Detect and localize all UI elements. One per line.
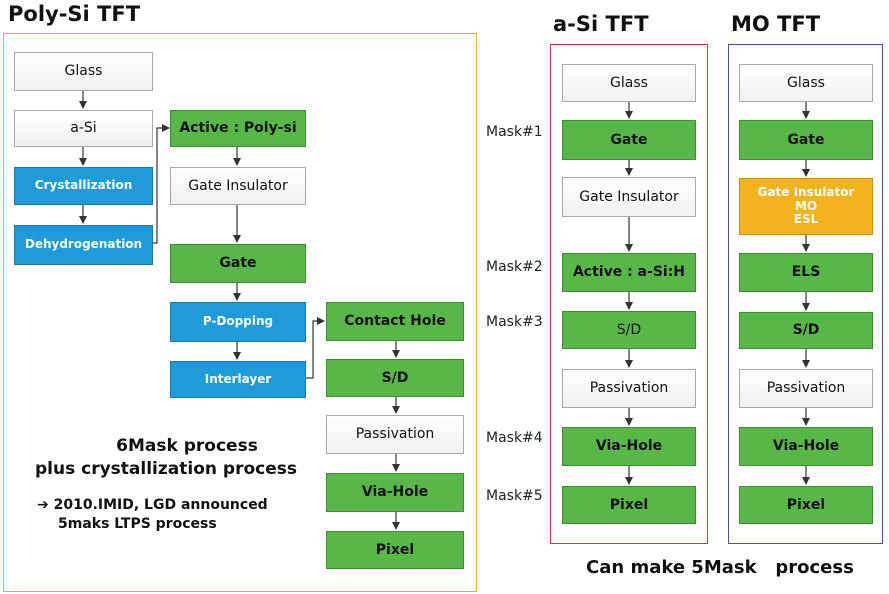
mask-2-label: Mask#2	[486, 259, 543, 275]
mo-panel	[728, 44, 883, 544]
mo-els-box: ELS	[739, 253, 873, 292]
a-si-sd-box: S/D	[562, 311, 696, 349]
poly-sd-box: S/D	[326, 359, 464, 397]
mo-gate-box: Gate	[739, 120, 873, 160]
mo-glass-box: Glass	[739, 64, 873, 102]
mo-gate-insulator-box: Gate Insulator MO ESL	[739, 178, 873, 235]
a-si-gate-box: Gate	[562, 120, 696, 160]
poly-glass-box: Glass	[14, 52, 153, 91]
contact-hole-box: Contact Hole	[326, 302, 464, 341]
a-si-gate-insulator-box: Gate Insulator	[562, 177, 696, 217]
poly-si-panel	[3, 33, 477, 592]
poly-pixel-box: Pixel	[326, 531, 464, 569]
mask-1-label: Mask#1	[486, 124, 543, 140]
poly-gate-box: Gate	[170, 244, 306, 283]
interlayer-box: Interlayer	[170, 361, 306, 398]
mo-gi-line1: Gate Insulator	[757, 184, 855, 199]
a-si-active-box: Active : a-Si:H	[562, 253, 696, 292]
mo-gi-line3: ESL	[793, 212, 819, 227]
mo-gi-line2: MO	[794, 198, 818, 213]
announce-note-line2: 5maks LTPS process	[58, 516, 217, 532]
mask-5-label: Mask#5	[486, 488, 543, 504]
p-dopping-box: P-Dopping	[170, 302, 306, 342]
mo-pixel-box: Pixel	[739, 486, 873, 524]
a-si-panel	[550, 44, 708, 544]
mo-passivation-box: Passivation	[739, 369, 873, 408]
mo-title: MO TFT	[731, 12, 821, 36]
poly-si-title: Poly-Si TFT	[8, 2, 141, 26]
mo-via-hole-box: Via-Hole	[739, 427, 873, 466]
crystallization-box: Crystallization	[14, 167, 153, 205]
poly-active-box: Active : Poly-si	[170, 110, 306, 147]
mask-3-label: Mask#3	[486, 314, 543, 330]
poly-gate-insulator-box: Gate Insulator	[170, 167, 306, 205]
a-si-title: a-Si TFT	[553, 12, 649, 36]
poly-passivation-box: Passivation	[326, 415, 464, 454]
mask-process-note-line2: plus crystallization process	[35, 459, 297, 479]
a-si-pixel-box: Pixel	[562, 486, 696, 524]
poly-via-hole-box: Via-Hole	[326, 473, 464, 512]
a-si-passivation-box: Passivation	[562, 369, 696, 408]
a-si-glass-box: Glass	[562, 64, 696, 102]
dehydrogenation-box: Dehydrogenation	[14, 225, 153, 265]
mask-4-label: Mask#4	[486, 430, 543, 446]
mask-process-note-line1: 6Mask process	[116, 436, 258, 456]
a-si-via-hole-box: Via-Hole	[562, 427, 696, 466]
mo-sd-box: S/D	[739, 312, 873, 349]
poly-a-si-box: a-Si	[14, 110, 153, 147]
footer-note: Can make 5Mask process	[586, 557, 854, 578]
announce-note-line1: ➔ 2010.IMID, LGD announced	[37, 497, 268, 513]
